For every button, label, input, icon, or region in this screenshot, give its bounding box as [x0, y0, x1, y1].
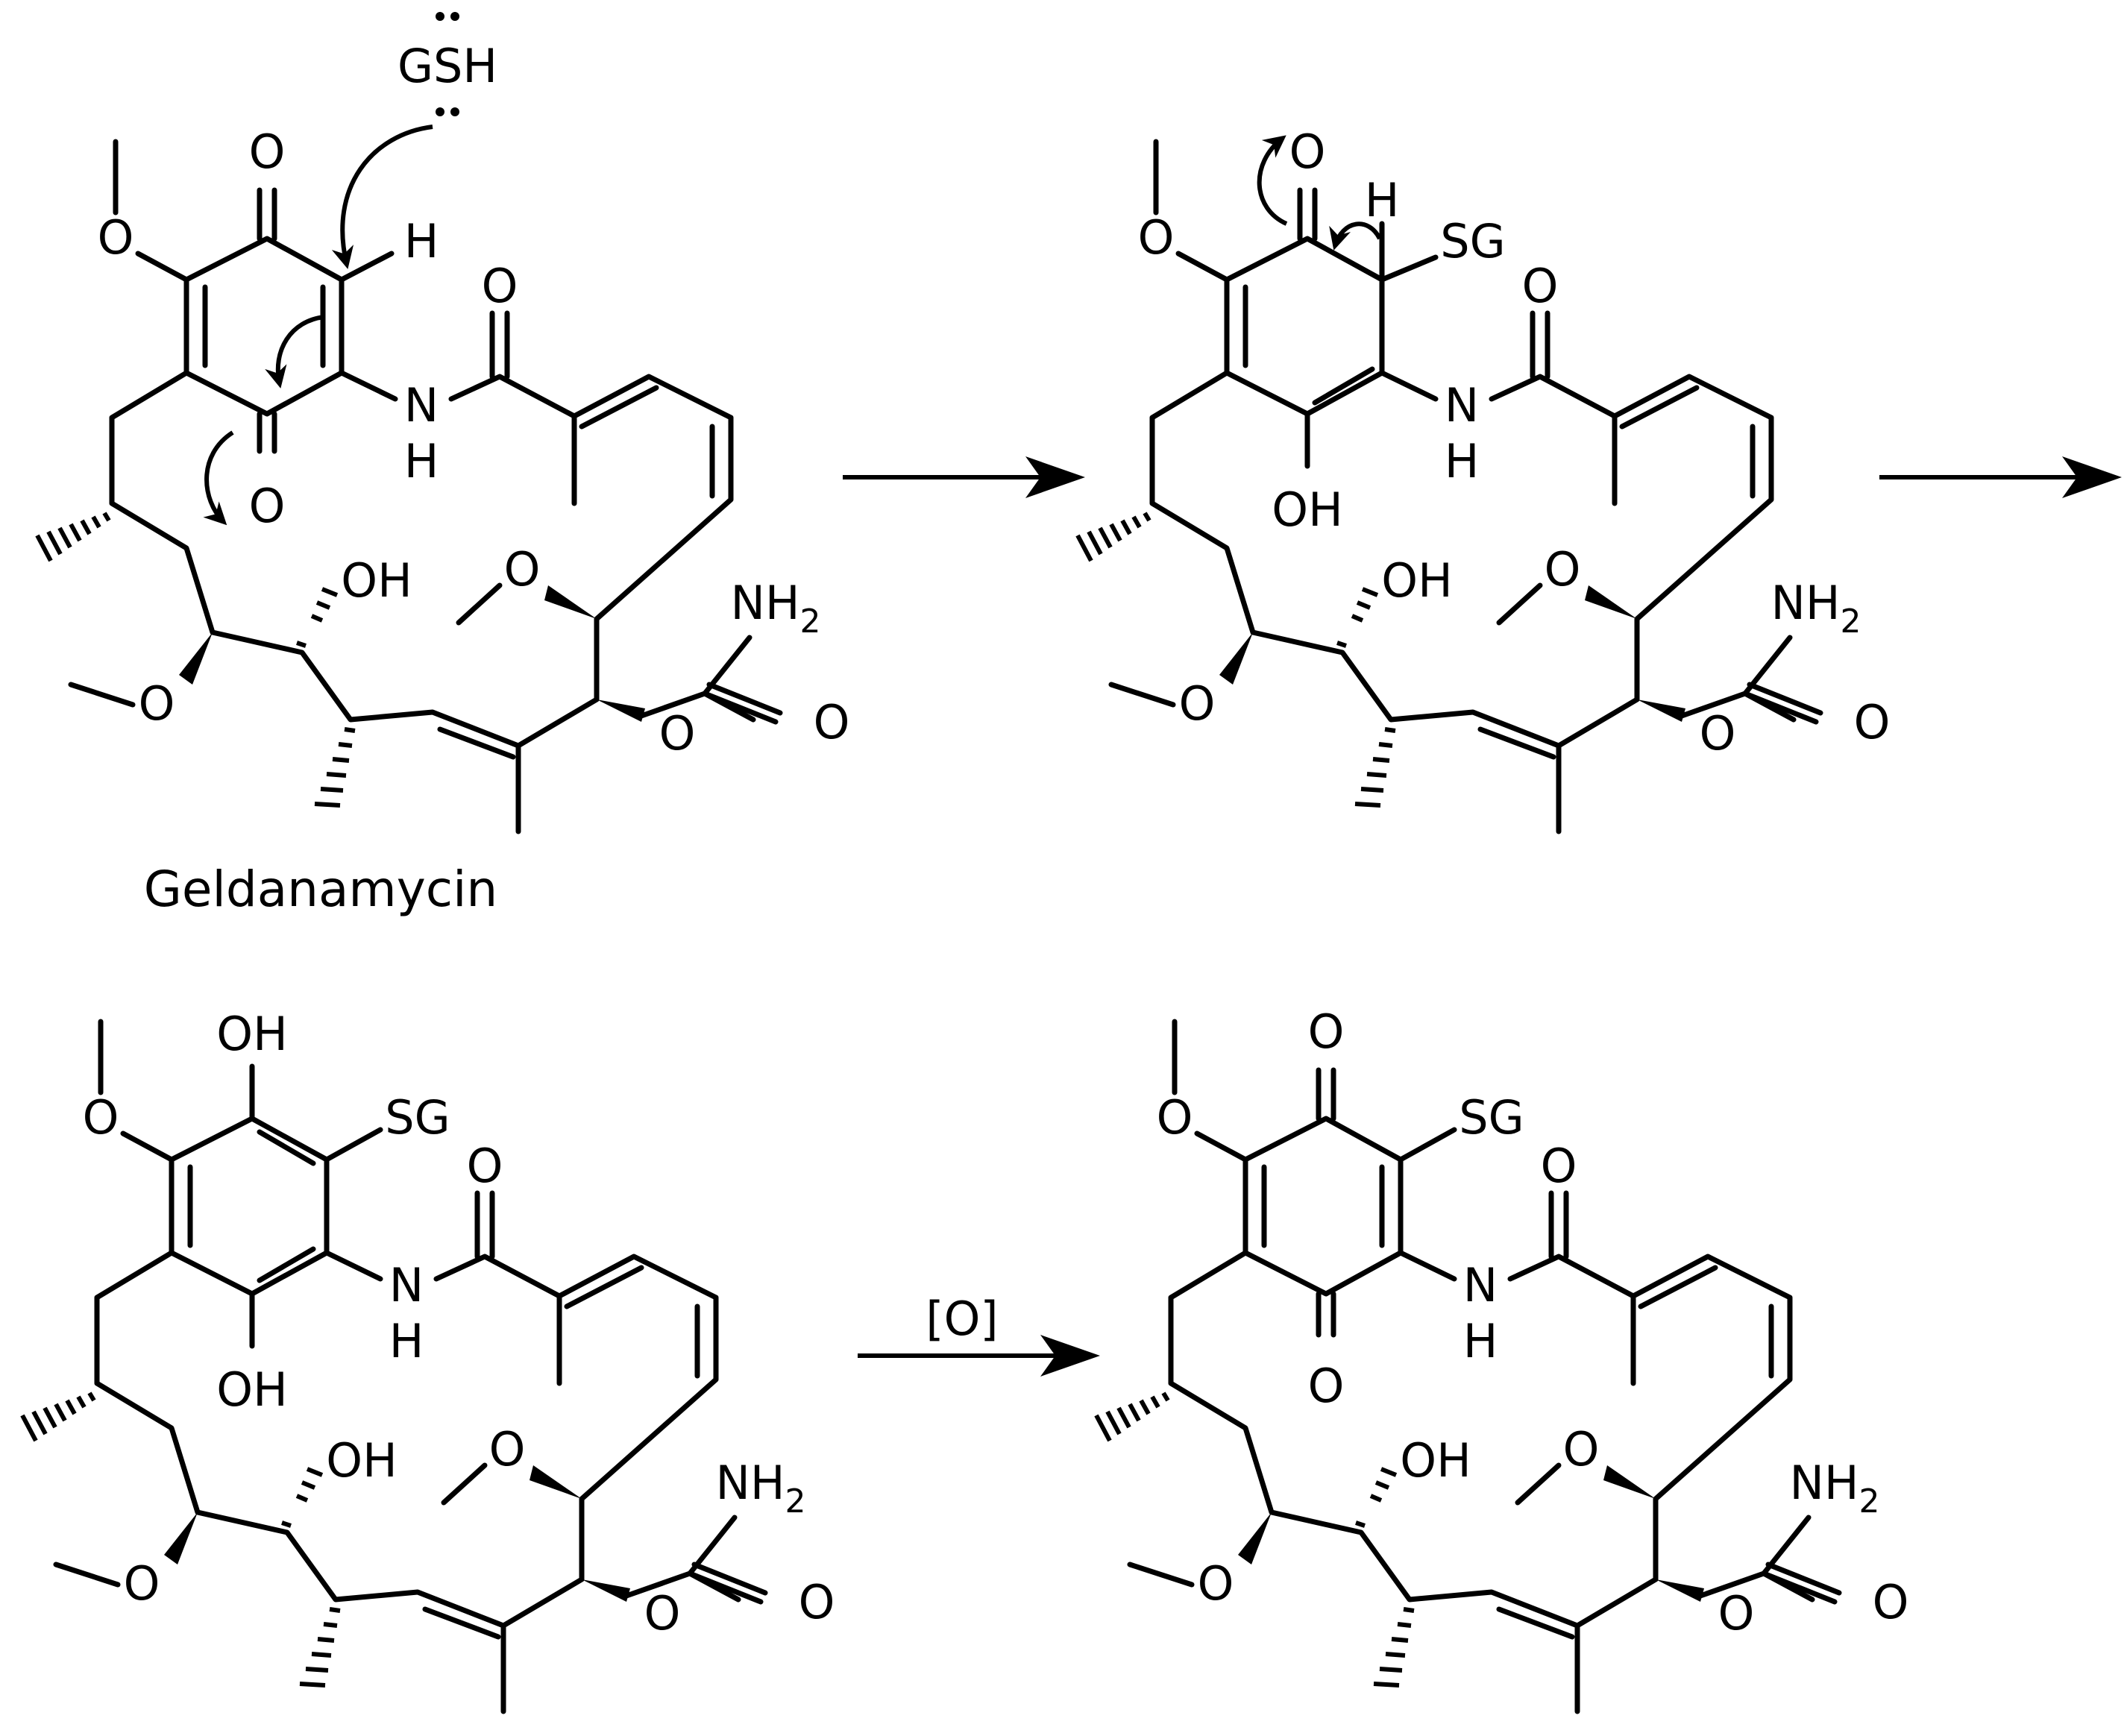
- atom-label: OH: [326, 1433, 397, 1488]
- atom-label: O: [1563, 1422, 1600, 1476]
- atom-label: O: [1700, 706, 1736, 761]
- hashed-bond: [296, 587, 339, 648]
- atom-label: O: [504, 542, 541, 597]
- atom-label: SG: [1459, 1090, 1524, 1145]
- electron-arrow: [265, 315, 325, 389]
- structure-quinone-adduct: O O SG O N H O OH O O O O NH2: [1094, 1004, 1909, 1714]
- atom-label: NH2: [1790, 1456, 1880, 1520]
- atom-label: O: [1718, 1586, 1755, 1641]
- atom-label: O: [1179, 676, 1216, 731]
- atom-label: N: [389, 1258, 424, 1312]
- atom-label: O: [659, 706, 696, 761]
- atom-label: NH2: [716, 1456, 806, 1520]
- atom-label: O: [124, 1556, 160, 1611]
- structure-geldanamycin: O O H O N H O OH O O O O NH2 GSH Geldana…: [35, 12, 850, 918]
- hashed-bond: [281, 1467, 324, 1528]
- atom-label: OH: [341, 553, 412, 608]
- wedge-bond: [1656, 1579, 1704, 1602]
- reaction-arrow-2: [1879, 456, 2122, 498]
- electron-arrow: [1329, 221, 1382, 251]
- atom-label: N: [1463, 1258, 1498, 1312]
- wedge-bond: [597, 699, 645, 722]
- atom-label: H: [404, 214, 439, 268]
- atom-label: O: [467, 1139, 503, 1193]
- atom-label: O: [139, 676, 175, 731]
- hashed-bond: [1094, 1391, 1170, 1442]
- glutathione-label: GSH: [398, 39, 497, 93]
- atom-label: OH: [1400, 1433, 1471, 1488]
- atom-label: O: [644, 1586, 681, 1641]
- hashed-bond: [35, 512, 111, 562]
- electron-arrow: [331, 125, 433, 269]
- atom-label: O: [1138, 210, 1175, 265]
- atom-label: N: [1445, 378, 1479, 433]
- atom-label: O: [1157, 1090, 1193, 1145]
- atom-label: NH2: [1771, 576, 1861, 641]
- wedge-bond: [1219, 632, 1253, 685]
- atom-label: SG: [1440, 214, 1505, 268]
- atom-label: O: [1308, 1004, 1345, 1059]
- atom-label: O: [1289, 125, 1326, 179]
- atom-label: O: [814, 695, 850, 749]
- atom-label: OH: [1381, 553, 1452, 608]
- atom-label: O: [1873, 1575, 1909, 1629]
- structure-hydroquinone-adduct: OH O SG OH N H O OH O O O O NH2: [20, 1007, 835, 1714]
- atom-label: O: [1522, 259, 1559, 313]
- hashed-bond: [1373, 1607, 1415, 1688]
- oxidation-label: [O]: [926, 1292, 998, 1346]
- hashed-bond: [299, 1607, 341, 1688]
- atom-label: OH: [216, 1362, 287, 1417]
- hashed-bond: [1354, 727, 1396, 808]
- atom-label: SG: [385, 1090, 450, 1145]
- hashed-bond: [1355, 1467, 1398, 1528]
- atom-label: N: [404, 378, 439, 433]
- hashed-bond: [1075, 512, 1151, 562]
- atom-label: H: [389, 1314, 424, 1368]
- atom-label: O: [1308, 1359, 1345, 1413]
- wedge-bond: [1585, 585, 1637, 619]
- atom-label: OH: [216, 1007, 287, 1061]
- atom-label: H: [1463, 1314, 1498, 1368]
- atom-label: O: [1541, 1139, 1577, 1193]
- atom-label: O: [83, 1090, 119, 1145]
- wedge-bond: [1238, 1512, 1272, 1564]
- electron-arrow: [1257, 135, 1288, 226]
- hashed-bond: [314, 727, 356, 808]
- atom-label: O: [98, 210, 134, 265]
- atom-label: O: [1545, 542, 1581, 597]
- compound-name: Geldanamycin: [144, 861, 498, 918]
- atom-label: NH2: [731, 576, 821, 641]
- wedge-bond: [1637, 699, 1685, 722]
- atom-label: H: [404, 434, 439, 488]
- atom-label: O: [489, 1422, 526, 1476]
- wedge-bond: [1603, 1465, 1656, 1499]
- atom-label: H: [1445, 434, 1480, 488]
- atom-label: O: [1854, 695, 1891, 749]
- wedge-bond: [582, 1579, 630, 1602]
- reaction-arrow-3: [O]: [858, 1292, 1100, 1377]
- atom-label: H: [1365, 173, 1400, 227]
- hashed-bond: [1336, 587, 1379, 648]
- atom-label: O: [799, 1575, 835, 1629]
- wedge-bond: [544, 585, 597, 619]
- hashed-bond: [20, 1391, 96, 1442]
- wedge-bond: [179, 632, 213, 685]
- atom-label: O: [249, 479, 286, 533]
- structure-intermediate-1: O O H SG OH N H O OH O O O O NH2: [1075, 125, 1891, 834]
- wedge-bond: [530, 1465, 582, 1499]
- atom-label: OH: [1272, 482, 1342, 537]
- wedge-bond: [164, 1512, 198, 1564]
- electron-arrow: [203, 430, 234, 526]
- atom-label: O: [1198, 1556, 1234, 1611]
- atom-label: O: [249, 125, 286, 179]
- reaction-arrow-1: [843, 456, 1085, 498]
- atom-label: O: [482, 259, 518, 313]
